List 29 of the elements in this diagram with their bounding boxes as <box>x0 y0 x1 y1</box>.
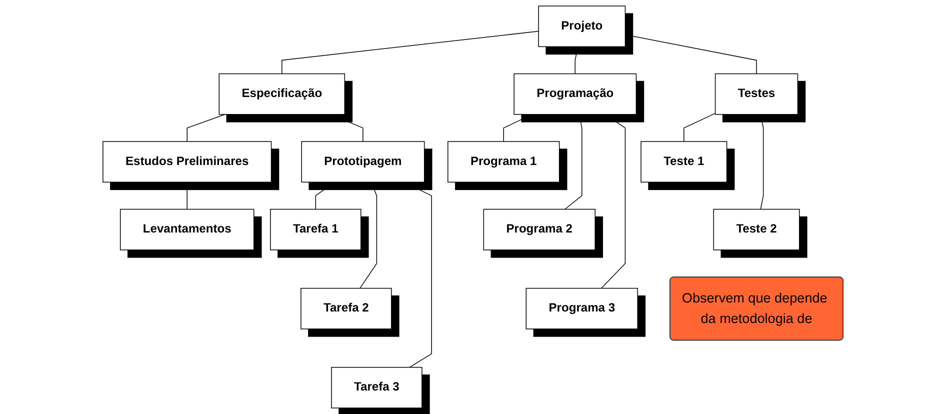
node-box: Estudos Preliminares <box>102 141 272 183</box>
connector <box>574 46 578 74</box>
node-box: Teste 1 <box>640 141 728 183</box>
connector <box>684 112 716 142</box>
node-box: Tarefa 1 <box>270 208 362 250</box>
node-box: Prototipagem <box>301 141 425 183</box>
node-box: Tarefa 2 <box>300 288 392 330</box>
connector <box>186 182 188 210</box>
node-box: Programa 1 <box>448 141 560 183</box>
connector <box>282 30 539 74</box>
connector <box>186 114 226 142</box>
node-box: Projeto <box>538 6 626 48</box>
node-box: Levantamentos <box>120 208 254 250</box>
node-box: Testes <box>714 73 798 115</box>
connector <box>315 182 335 210</box>
connector <box>404 182 432 368</box>
node-box: Programação <box>514 73 637 115</box>
node-box: Programa 2 <box>483 208 596 250</box>
connector <box>624 34 757 74</box>
connector <box>564 114 582 210</box>
connector <box>330 114 364 142</box>
node-box: Teste 2 <box>713 208 800 250</box>
connector <box>360 182 378 289</box>
node-box: Programa 3 <box>526 288 638 330</box>
node-box: Tarefa 3 <box>331 366 422 408</box>
connector <box>503 114 533 142</box>
node-box: Especificação <box>218 73 346 115</box>
connector <box>601 114 626 289</box>
connector <box>760 114 764 210</box>
